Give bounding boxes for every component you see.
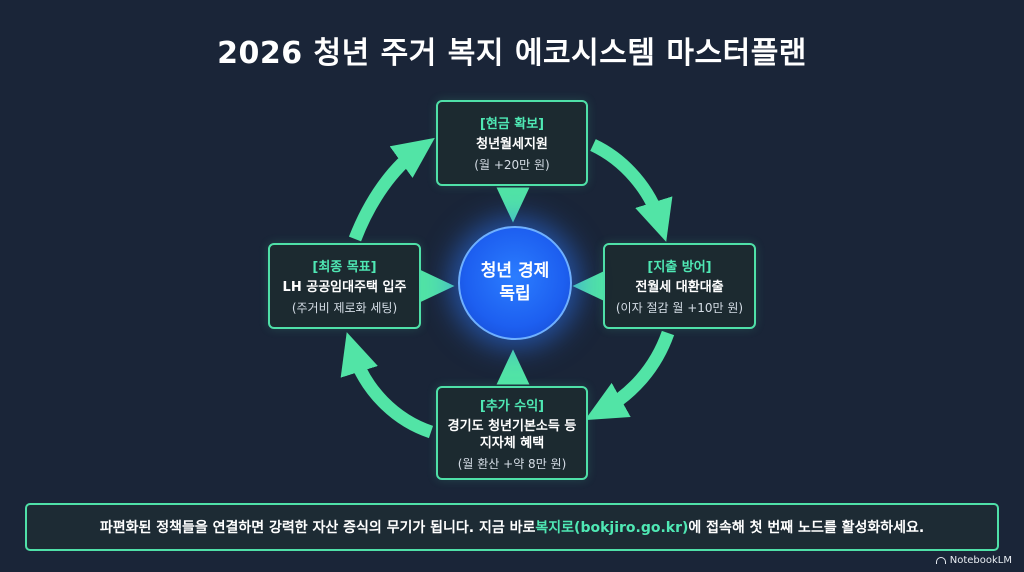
- node-cash: [현금 확보] 청년월세지원 (월 +20만 원): [436, 100, 588, 186]
- arc-arrow-bottom-left: [340, 332, 434, 439]
- arc-arrow-right-bottom: [584, 330, 675, 421]
- node-expense-defense: [지출 방어] 전월세 대환대출 (이자 절감 월 +10만 원): [603, 243, 756, 329]
- node-extra-income: [추가 수익] 경기도 청년기본소득 등 지자체 혜택 (월 환산 +약 8만 …: [436, 386, 588, 480]
- arc-arrow-top-right: [590, 139, 673, 242]
- call-to-action-banner: 파편화된 정책들을 연결하면 강력한 자산 증식의 무기가 됩니다. 지금 바로…: [25, 503, 999, 551]
- node-name-line2: 지자체 혜택: [479, 435, 545, 451]
- node-sub: (이자 절감 월 +10만 원): [615, 301, 744, 315]
- banner-text-after: 에 접속해 첫 번째 노드를 활성화하세요.: [688, 520, 925, 536]
- node-name: 전월세 대환대출: [635, 280, 724, 295]
- node-tag: [현금 확보]: [479, 117, 545, 132]
- node-final-goal: [최종 목표] LH 공공임대주택 입주 (주거비 제로화 세팅): [268, 243, 421, 329]
- hub-circle: 청년 경제 독립: [458, 226, 572, 340]
- node-sub: (월 +20만 원): [474, 158, 550, 172]
- node-name: LH 공공임대주택 입주: [282, 280, 407, 295]
- banner-text-before: 파편화된 정책들을 연결하면 강력한 자산 증식의 무기가 됩니다. 지금 바로: [99, 520, 536, 536]
- node-name: 청년월세지원: [476, 137, 548, 152]
- page-title: 2026 청년 주거 복지 에코시스템 마스터플랜: [217, 36, 807, 71]
- node-sub: (주거비 제로화 세팅): [291, 301, 398, 315]
- arc-arrow-left-top: [348, 137, 435, 242]
- node-tag: [추가 수익]: [479, 398, 545, 414]
- node-name-line1: 경기도 청년기본소득 등: [447, 418, 577, 434]
- brand-watermark: NotebookLM: [935, 555, 1012, 566]
- notebooklm-icon: [935, 557, 946, 564]
- node-tag: [지출 방어]: [647, 260, 712, 275]
- node-sub: (월 환산 +약 8만 원): [457, 456, 567, 471]
- brand-name: NotebookLM: [949, 555, 1012, 566]
- bokjiro-link[interactable]: 복지로(bokjiro.go.kr): [535, 520, 689, 536]
- node-tag: [최종 목표]: [312, 260, 377, 275]
- hub-label: 청년 경제 독립: [480, 261, 550, 304]
